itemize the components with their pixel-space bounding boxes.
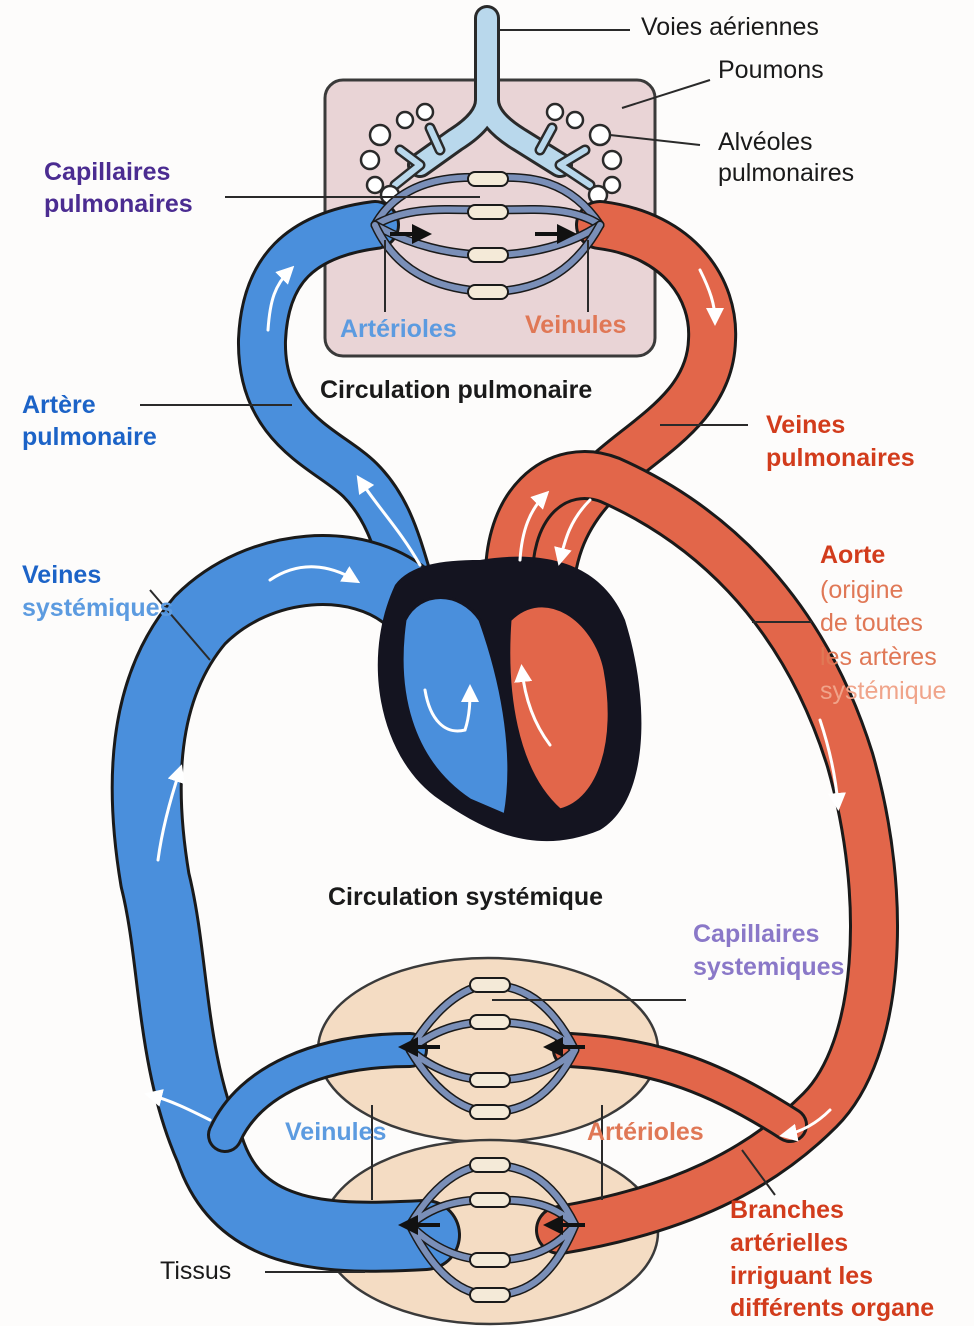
label-branches-3: irriguant les [730, 1261, 873, 1292]
label-artere-pulmonaire-1: Artère [22, 390, 96, 421]
label-capillaires-pulmonaires-2: pulmonaires [44, 189, 193, 220]
label-veinules-top: Veinules [525, 310, 626, 341]
label-arterioles-bottom: Artérioles [587, 1117, 704, 1148]
label-branches-2: artérielles [730, 1228, 848, 1259]
label-veinules-bottom: Veinules [285, 1117, 386, 1148]
label-circulation-systemique: Circulation systémique [328, 882, 603, 913]
label-voies-aeriennes: Voies aériennes [641, 12, 819, 43]
label-capillaires-systemiques-2: systemiques [693, 952, 844, 983]
heart [378, 557, 642, 842]
label-branches-4: différents organe [730, 1293, 934, 1324]
label-capillaires-systemiques-1: Capillaires [693, 919, 819, 950]
label-artere-pulmonaire-2: pulmonaire [22, 422, 157, 453]
label-poumons: Poumons [718, 55, 824, 86]
label-aorte-5: systémique [820, 676, 946, 707]
label-aorte-2: (origine [820, 575, 903, 606]
label-aorte-3: de toutes [820, 608, 923, 639]
label-arterioles-top: Artérioles [340, 314, 457, 345]
label-veines-pulmonaires-2: pulmonaires [766, 443, 915, 474]
label-veines-systemiques-2: systémiques [22, 593, 173, 624]
label-tissus: Tissus [160, 1256, 231, 1287]
label-alveoles-2: pulmonaires [718, 158, 854, 189]
label-circulation-pulmonaire: Circulation pulmonaire [320, 375, 592, 406]
label-capillaires-pulmonaires-1: Capillaires [44, 157, 170, 188]
label-branches-1: Branches [730, 1195, 844, 1226]
label-veines-systemiques-1: Veines [22, 560, 101, 591]
label-veines-pulmonaires-1: Veines [766, 410, 845, 441]
label-aorte-1: Aorte [820, 540, 885, 571]
label-aorte-4: les artères [820, 642, 937, 673]
label-alveoles-1: Alvéoles [718, 127, 813, 158]
